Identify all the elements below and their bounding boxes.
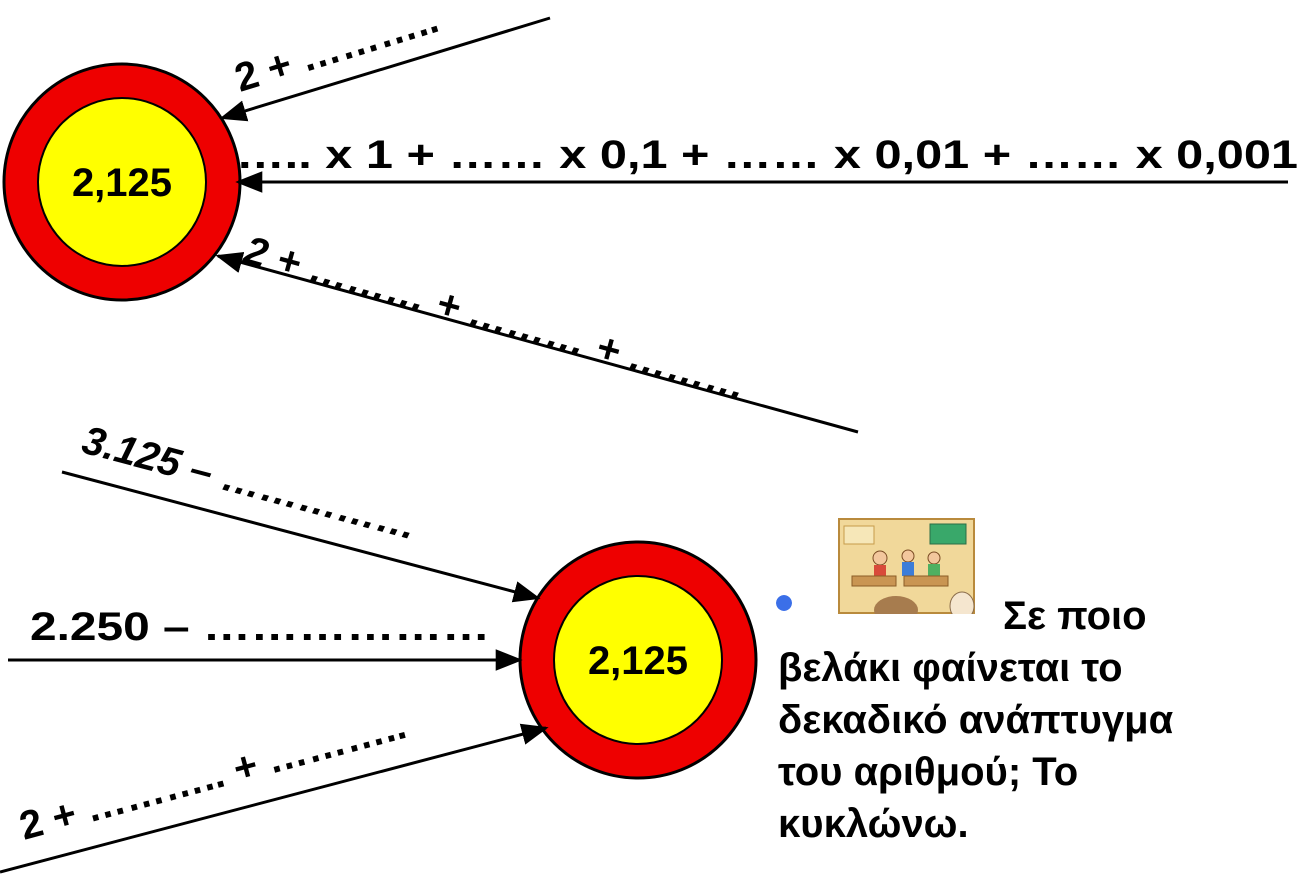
top-lower-arrow-label: 2 + ……… + ……… + ……… [239,228,752,409]
top-middle-arrow-label: ….. x 1 + …… x 0,1 + …… x 0,01 + …… x 0,… [236,133,1298,177]
note-line-2: βελάκι φαίνεται το [778,642,1298,694]
note-line-1: Σε ποιο [778,590,1298,642]
top-circle-value: 2,125 [72,161,172,205]
bottom-number-circle: 2,125 [520,542,756,778]
note-line-4: του αριθμού; Το [778,746,1298,798]
note-line-3: δεκαδικό ανάπτυγμα [778,694,1298,746]
bottom-lower-arrow-label: 2 + ……….. + ……….. [15,703,411,848]
question-note: Σε ποιο βελάκι φαίνεται το δεκαδικό ανάπ… [778,590,1298,850]
note-line-5: κυκλώνω. [778,798,1298,850]
top-number-circle: 2,125 [4,64,240,300]
bottom-circle-value: 2,125 [588,639,688,683]
bottom-upper-arrow-label: 3.125 – …………… [78,418,422,549]
top-upper-arrow-label: 2 + ……….. [230,0,444,101]
bottom-middle-arrow-label: 2.250 – ……………… [30,605,490,649]
